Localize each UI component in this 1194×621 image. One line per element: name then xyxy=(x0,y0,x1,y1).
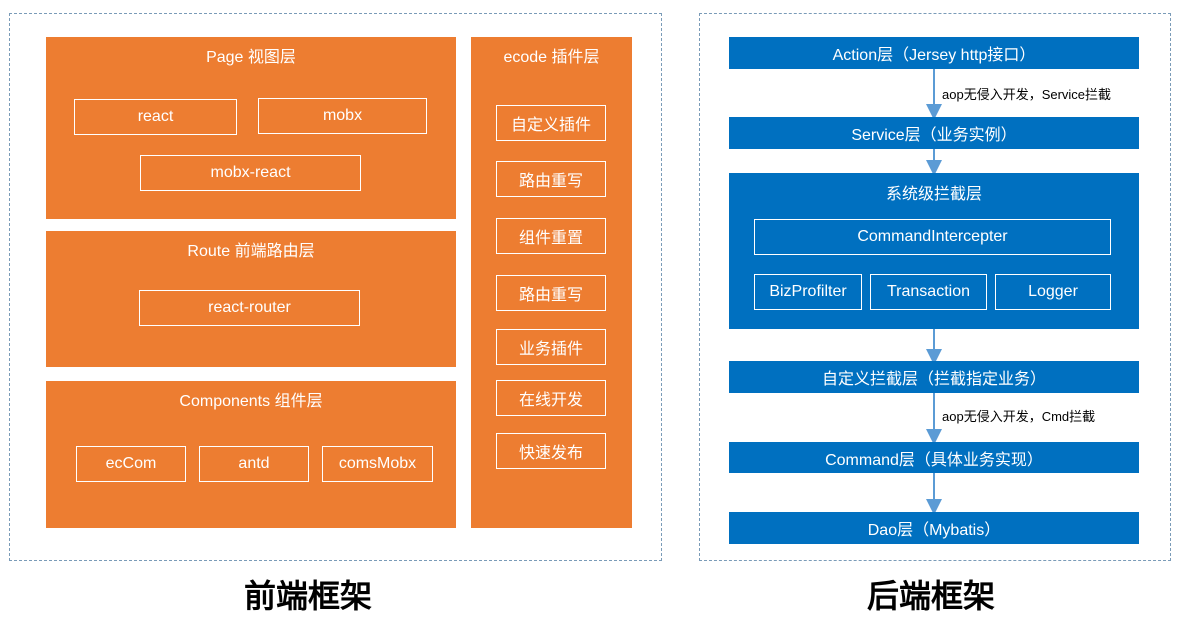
route-layer-title: Route 前端路由层 xyxy=(187,243,315,260)
dao-layer: Dao层（Mybatis） xyxy=(729,512,1139,544)
antd-box: antd xyxy=(199,446,309,482)
ecode-item-route-rewrite: 路由重写 xyxy=(496,161,606,197)
mobx-react-box: mobx-react xyxy=(140,155,361,191)
ecode-item-business-plugin: 业务插件 xyxy=(496,329,606,365)
command-layer: Command层（具体业务实现） xyxy=(729,442,1139,473)
ecode-item-custom-plugin: 自定义插件 xyxy=(496,105,606,141)
components-layer-title: Components 组件层 xyxy=(179,393,323,410)
action-layer: Action层（Jersey http接口） xyxy=(729,37,1139,69)
custom-interceptor-layer: 自定义拦截层（拦截指定业务） xyxy=(729,361,1139,393)
ecode-item-component-reset: 组件重置 xyxy=(496,218,606,254)
react-router-box: react-router xyxy=(139,290,360,326)
comsmobx-box: comsMobx xyxy=(322,446,433,482)
bizprofilter-box: BizProfilter xyxy=(754,274,862,310)
frontend-frame xyxy=(9,13,662,561)
ecode-layer-title: ecode 插件层 xyxy=(503,49,600,66)
service-layer: Service层（业务实例） xyxy=(729,117,1139,149)
command-intercepter-box: CommandIntercepter xyxy=(754,219,1111,255)
transaction-box: Transaction xyxy=(870,274,987,310)
route-layer: Route 前端路由层 react-router xyxy=(46,231,456,367)
service-intercept-note: aop无侵入开发，Service拦截 xyxy=(942,87,1112,102)
ecode-item-route-rewrite-2: 路由重写 xyxy=(496,275,606,311)
ecode-item-online-dev: 在线开发 xyxy=(496,380,606,416)
backend-frame xyxy=(699,13,1171,561)
page-layer-title: Page 视图层 xyxy=(206,49,296,66)
react-box: react xyxy=(74,99,237,135)
frontend-caption: 前端框架 xyxy=(243,578,372,614)
ecode-layer: ecode 插件层 自定义插件 路由重写 组件重置 路由重写 业务插件 在线开发… xyxy=(471,37,632,528)
mobx-box: mobx xyxy=(258,98,427,134)
cmd-intercept-note: aop无侵入开发，Cmd拦截 xyxy=(942,409,1096,424)
system-interceptor-layer: 系统级拦截层 CommandIntercepter BizProfilter T… xyxy=(729,173,1139,329)
backend-caption: 后端框架 xyxy=(866,578,995,614)
components-layer: Components 组件层 ecCom antd comsMobx xyxy=(46,381,456,528)
eccom-box: ecCom xyxy=(76,446,186,482)
logger-box: Logger xyxy=(995,274,1111,310)
ecode-item-quick-publish: 快速发布 xyxy=(496,433,606,469)
page-layer: Page 视图层 react mobx mobx-react xyxy=(46,37,456,219)
system-interceptor-title: 系统级拦截层 xyxy=(885,186,982,203)
